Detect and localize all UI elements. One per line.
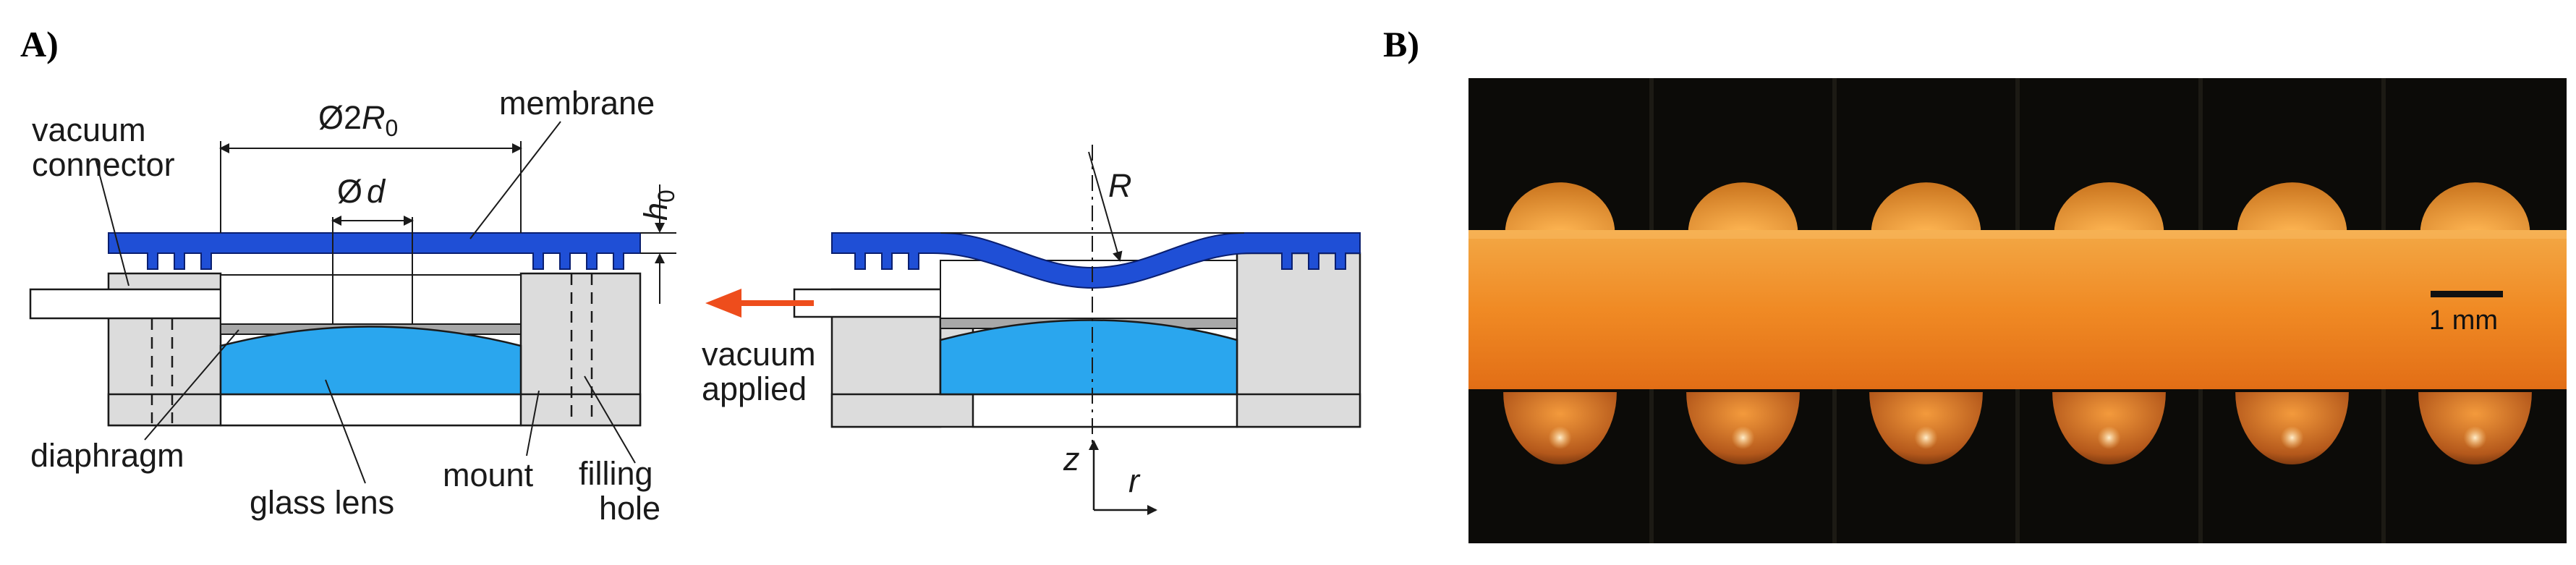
glass-lens-label: glass lens xyxy=(250,484,394,521)
panel-b: B) 1 mm xyxy=(1383,24,2567,543)
scale-bar-label: 1 mm xyxy=(2429,305,2498,336)
panel-a: A) xyxy=(20,24,1361,527)
vacuum-applied-label-2: applied xyxy=(702,370,807,407)
right-vacuum-tube xyxy=(793,288,948,318)
axis-z-label: z xyxy=(1063,441,1080,477)
vacuum-arrow xyxy=(705,289,814,318)
right-diagram: R vacuum applied z r xyxy=(702,145,1361,515)
glass-lens-shape xyxy=(219,326,522,396)
reflection-spot xyxy=(1548,426,1572,449)
vacuum-connector-label-2: connector xyxy=(32,146,175,183)
axis-r-label: r xyxy=(1128,462,1141,499)
diaphragm-leader xyxy=(144,329,239,441)
band-top-highlight xyxy=(1468,230,2567,239)
diameter-2r0-var: R xyxy=(362,99,386,136)
panel-b-label: B) xyxy=(1383,24,1419,64)
lens-cap xyxy=(2054,182,2164,233)
lens-cap xyxy=(2237,182,2347,233)
photo: 1 mm xyxy=(1468,78,2567,543)
reflection-spot xyxy=(2280,426,2304,449)
panel-a-label: A) xyxy=(20,24,59,64)
mount-label: mount xyxy=(443,456,534,493)
vacuum-connector-leader xyxy=(95,158,129,286)
height-h0-var: h xyxy=(637,203,674,221)
reflection-spot xyxy=(2463,426,2487,449)
chamber xyxy=(220,274,522,325)
membrane-label: membrane xyxy=(499,85,655,122)
lens-reflections xyxy=(1503,392,2532,464)
mount-leader xyxy=(526,390,540,456)
filling-hole-leader xyxy=(584,375,636,464)
scale-bar xyxy=(2431,291,2503,297)
right-membrane-shape xyxy=(831,232,1361,289)
glass-lens-leader xyxy=(325,379,366,484)
reflection-spot xyxy=(2097,426,2121,449)
lens-cap xyxy=(1505,182,1615,233)
lens-cap xyxy=(1871,182,1981,233)
vacuum-connector-label-1: vacuum xyxy=(32,111,146,148)
radius-line xyxy=(1088,151,1123,262)
diameter-2r0-label: Ø2R0 xyxy=(318,99,398,141)
membrane-shape xyxy=(108,232,641,270)
reflection-spot xyxy=(1914,426,1938,449)
lens-caps xyxy=(1505,182,2530,233)
lens-cap xyxy=(1688,182,1798,233)
radius-label: R xyxy=(1108,167,1132,204)
orange-band xyxy=(1468,230,2567,389)
diameter-2r0-main: 2 xyxy=(344,99,362,136)
lens-cap xyxy=(2420,182,2530,233)
right-mount-body xyxy=(830,252,1361,428)
diameter-d-var: d xyxy=(367,173,386,210)
membrane-leader xyxy=(469,121,561,239)
diameter-d-prefix: Ø xyxy=(337,173,362,210)
right-glass-lens-shape xyxy=(939,319,1238,396)
height-h0-sub: 0 xyxy=(653,190,679,203)
vacuum-applied-label-1: vacuum xyxy=(702,336,816,373)
diameter-2r0-sub: 0 xyxy=(386,115,399,141)
vacuum-connector-tube xyxy=(29,288,222,320)
reflection-spot xyxy=(1731,426,1755,449)
filling-hole-label-2: hole xyxy=(599,490,660,527)
diaphragm-label: diaphragm xyxy=(30,437,184,474)
height-h0-label: h0 xyxy=(637,190,679,221)
filling-hole-label-1: filling xyxy=(579,455,653,492)
diameter-2r0-prefix: Ø xyxy=(318,99,344,136)
